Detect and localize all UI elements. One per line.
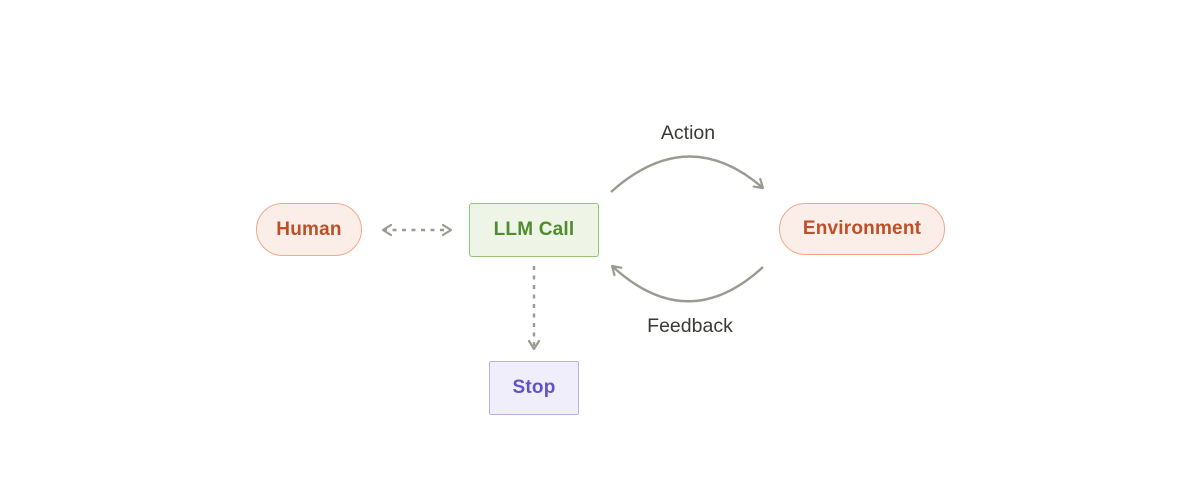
feedback-edge-label: Feedback — [647, 315, 733, 337]
node-stop-label: Stop — [512, 377, 556, 398]
action-arrow — [610, 155, 765, 193]
node-human: Human — [256, 203, 362, 256]
feedback-arrow — [610, 264, 764, 303]
node-llm-call-label: LLM Call — [493, 219, 575, 240]
action-edge-label: Action — [660, 122, 716, 144]
node-stop: Stop — [489, 361, 579, 415]
node-environment: Environment — [779, 203, 945, 255]
node-environment-label: Environment — [802, 218, 922, 239]
node-llm-call: LLM Call — [469, 203, 599, 257]
node-human-label: Human — [276, 218, 342, 240]
